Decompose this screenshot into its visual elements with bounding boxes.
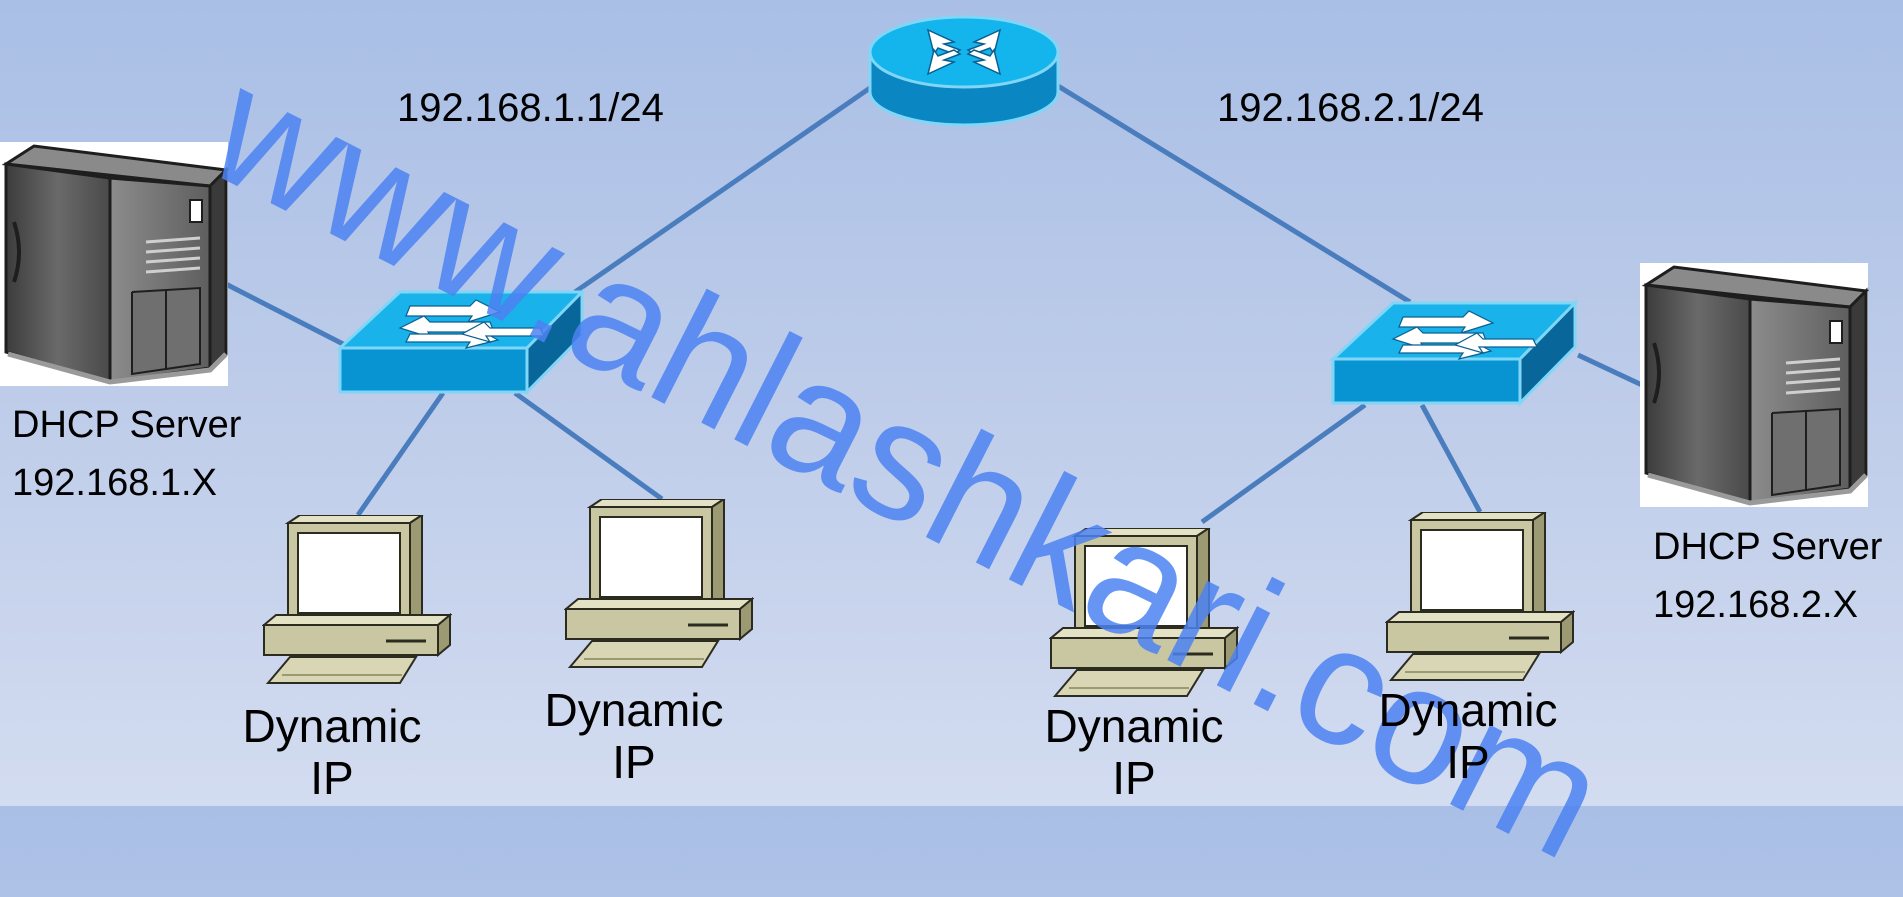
gateway-label-left: 192.168.1.1/24 [397,86,664,130]
pc-icon-3[interactable] [1049,528,1239,698]
link-switch-right-pc-4 [1419,403,1483,514]
pc-4-line2: IP [1446,736,1490,788]
pc-label-3: Dynamic IP [1024,700,1244,804]
pc-label-4: Dynamic IP [1358,684,1578,788]
pc-1-line2: IP [310,752,354,804]
pc-3-line2: IP [1112,752,1156,804]
pc-label-1: Dynamic IP [222,700,442,804]
network-diagram [0,15,1870,698]
server-left-title: DHCP Server [12,404,242,446]
switch-icon-right[interactable] [1329,299,1579,407]
pc-icon-1[interactable] [262,515,452,685]
router-icon[interactable] [868,15,1060,127]
link-server-left-switch [216,277,347,348]
gateway-label-right: 192.168.2.1/24 [1217,86,1484,130]
pc-1-line1: Dynamic [242,700,422,752]
server-label-right: DHCP Server 192.168.2.X [1653,518,1882,634]
server-right-title: DHCP Server [1653,526,1883,568]
pc-icon-4[interactable] [1385,512,1575,682]
link-router-switch-right [1056,83,1412,305]
link-server-right-switch [1576,352,1644,388]
server-icon-left[interactable] [0,142,230,386]
link-switch-left-pc-1 [355,391,446,517]
pc-2-line2: IP [612,736,656,788]
pc-label-2: Dynamic IP [524,684,744,788]
link-switch-right-pc-3 [1200,402,1367,525]
server-icon-right[interactable] [1640,263,1870,507]
pc-icon-2[interactable] [564,499,754,669]
server-left-ip: 192.168.1.X [12,462,217,504]
link-router-switch-left [573,85,872,295]
switch-icon-left[interactable] [336,288,586,396]
pc-4-line1: Dynamic [1378,684,1558,736]
link-switch-left-pc-2 [513,390,664,502]
server-right-ip: 192.168.2.X [1653,584,1858,626]
server-label-left: DHCP Server 192.168.1.X [12,396,241,512]
pc-2-line1: Dynamic [544,684,724,736]
links [216,83,1644,525]
pc-3-line1: Dynamic [1044,700,1224,752]
